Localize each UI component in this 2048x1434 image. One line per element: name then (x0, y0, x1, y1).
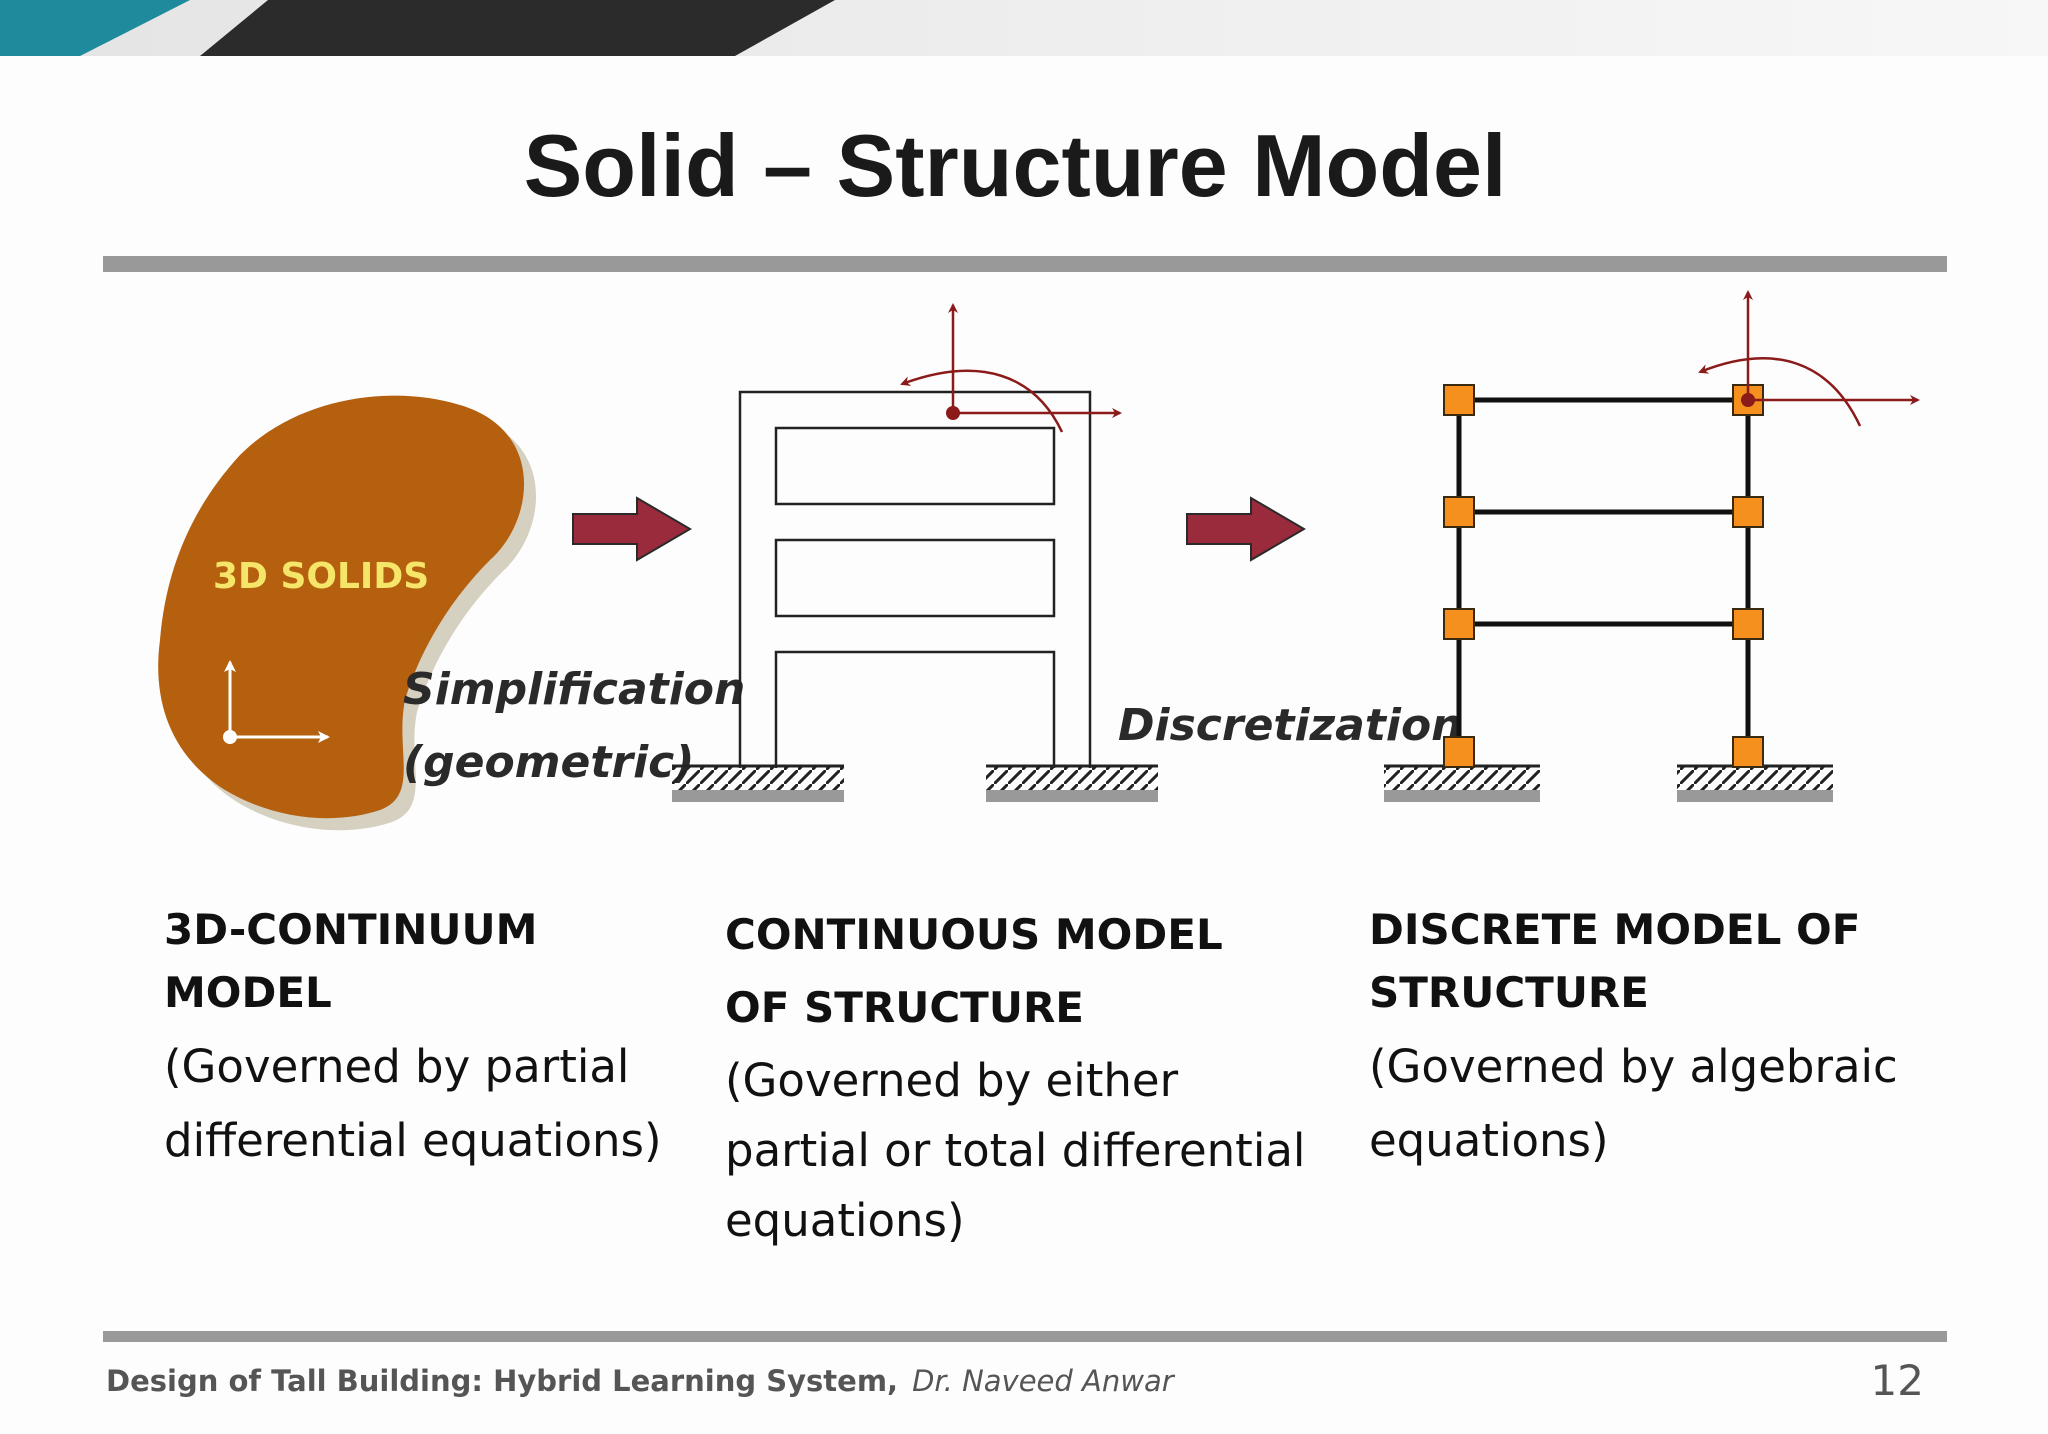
dark-band-shape (200, 0, 835, 56)
discrete-dof-arrows (1698, 290, 1920, 427)
continuum-model-heading: 3D-CONTINUUM MODEL (164, 905, 538, 1017)
footer-author: Dr. Naveed Anwar (912, 1364, 1174, 1398)
footer-course: Design of Tall Building: Hybrid Learning… (106, 1364, 899, 1398)
discrete-supports (1384, 764, 1833, 802)
simplification-arrow (572, 496, 692, 562)
title-divider (103, 256, 1947, 272)
slide-title: Solid – Structure Model (523, 116, 1507, 215)
continuous-model-column: CONTINUOUS MODEL OF STRUCTURE (Governed … (725, 898, 1325, 1256)
solid-axes (223, 660, 330, 744)
solid-blob (158, 395, 537, 831)
continuous-supports (672, 764, 1158, 802)
solid-label: 3D SOLIDS (213, 556, 429, 597)
page-number: 12 (1870, 1356, 1924, 1405)
continuous-model-heading: CONTINUOUS MODEL OF STRUCTURE (725, 910, 1223, 1032)
discrete-model-column: DISCRETE MODEL OF STRUCTURE (Governed by… (1369, 898, 1929, 1178)
continuous-dof-arrows (900, 303, 1122, 433)
continuum-model-column: 3D-CONTINUUM MODEL (Governed by partial … (164, 898, 684, 1178)
footer: Design of Tall Building: Hybrid Learning… (106, 1364, 1174, 1398)
discretization-arrow (1186, 496, 1306, 562)
continuous-frame (738, 390, 1092, 768)
discrete-members (1456, 397, 1751, 752)
continuous-model-description: (Governed by either partial or total dif… (725, 1054, 1306, 1247)
continuum-model-description: (Governed by partial differential equati… (164, 1040, 662, 1167)
discrete-model-description: (Governed by algebraic equations) (1369, 1040, 1898, 1167)
discrete-nodes (1443, 384, 1764, 768)
top-decorative-band (0, 0, 2048, 56)
simplification-label: Simplification (403, 664, 745, 715)
discrete-model-heading: DISCRETE MODEL OF STRUCTURE (1369, 905, 1861, 1017)
simplification-sublabel: (geometric) (403, 737, 694, 788)
discretization-label: Discretization (1118, 700, 1463, 751)
footer-divider (103, 1331, 1947, 1342)
teal-accent-shape (0, 0, 190, 56)
